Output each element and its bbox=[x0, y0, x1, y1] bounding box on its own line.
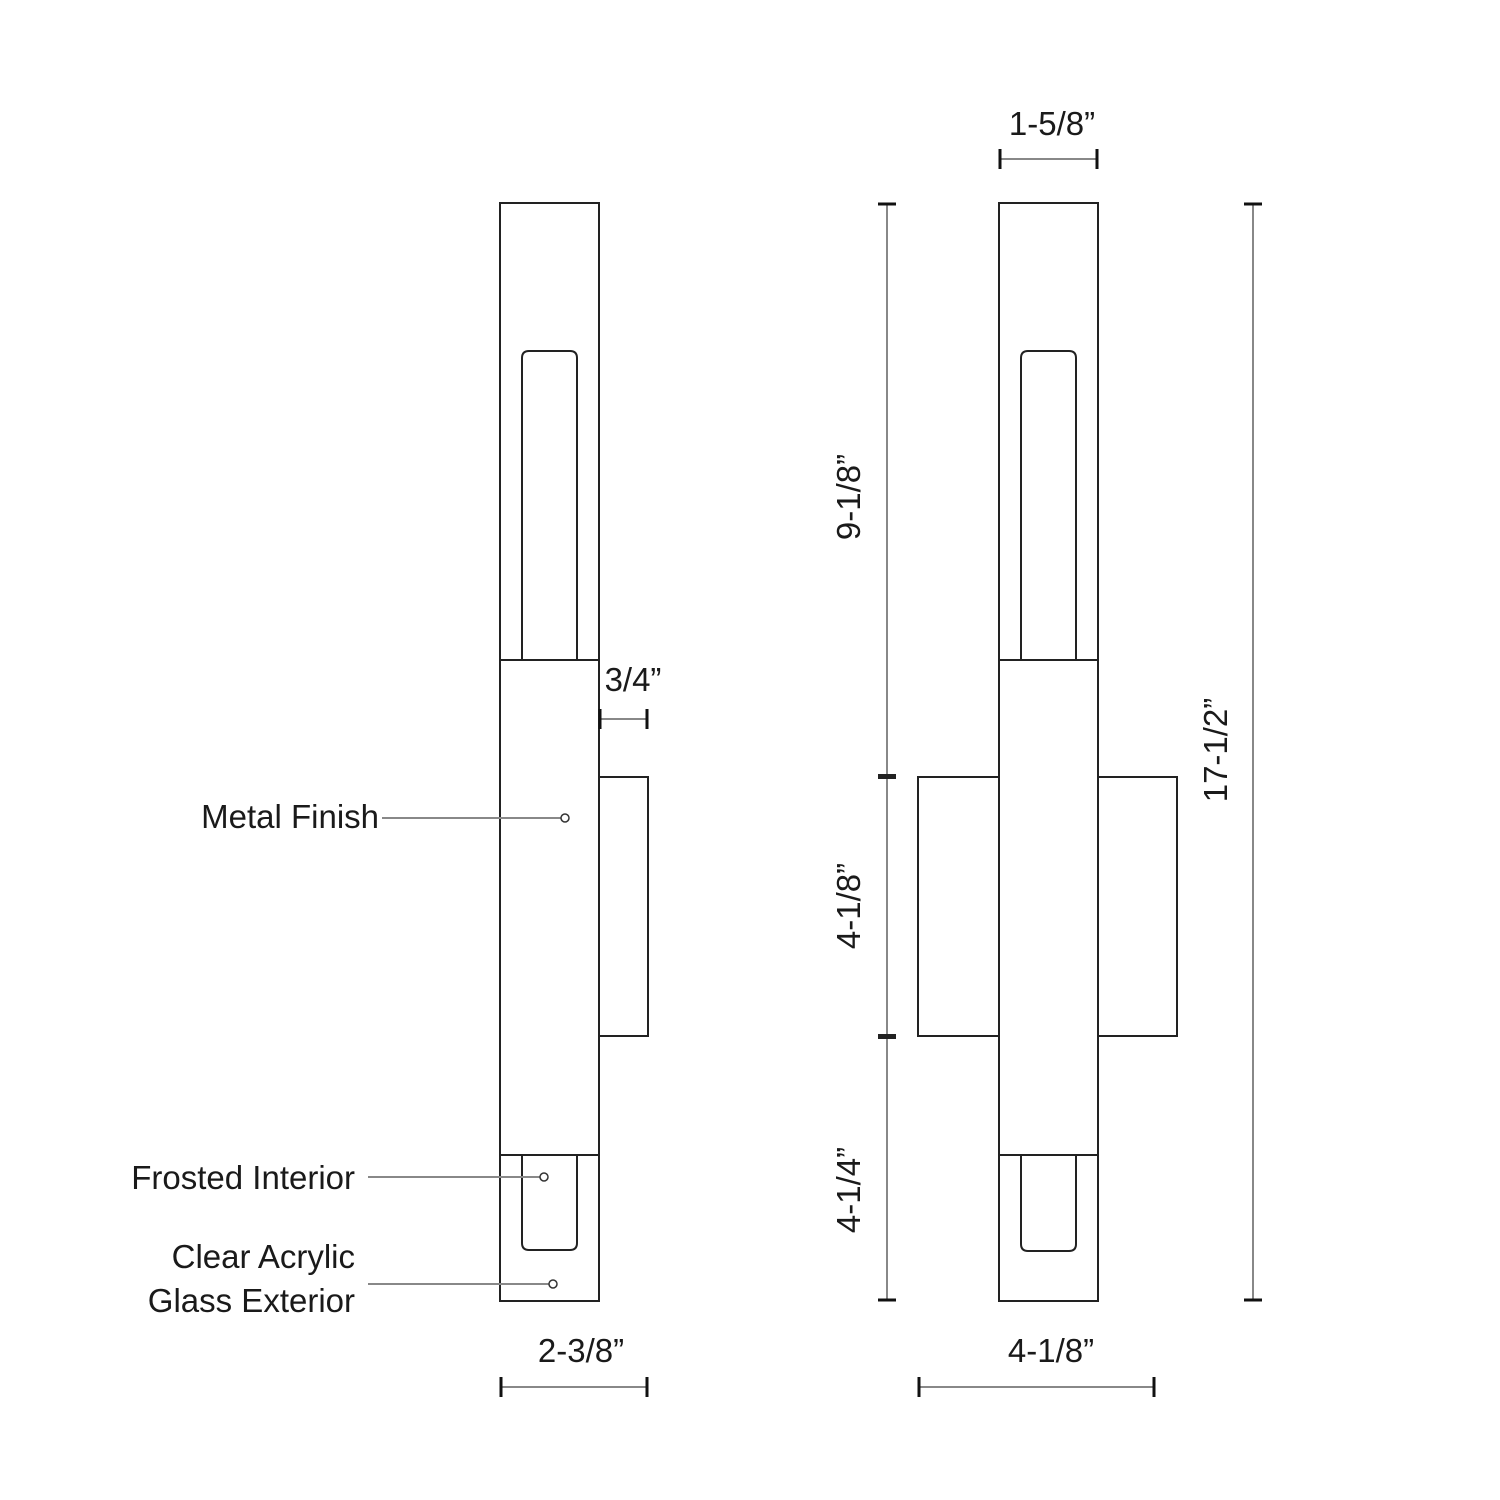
dim-overall-height: 17-1/2” bbox=[1197, 698, 1234, 803]
front-body-outline bbox=[998, 202, 1099, 1302]
callout-dot bbox=[548, 1279, 558, 1289]
dim-body-width: 1-5/8” bbox=[1009, 105, 1095, 142]
front-view: 1-5/8” 9-1/8” 4-1/8” 4-1/4” 17-1/2” 4-1/… bbox=[830, 105, 1262, 1397]
callout-dot bbox=[560, 813, 570, 823]
dim-overall-depth: 2-3/8” bbox=[538, 1332, 624, 1369]
front-backplate-right bbox=[1098, 776, 1178, 1037]
dim-overall-width: 4-1/8” bbox=[1008, 1332, 1094, 1369]
callout-dot bbox=[539, 1172, 549, 1182]
side-body-outline bbox=[499, 202, 600, 1302]
side-view: Metal Finish Frosted Interior Clear Acry… bbox=[131, 202, 662, 1397]
front-lower-frosted-insert bbox=[1020, 1155, 1077, 1252]
dim-lower-height: 4-1/4” bbox=[830, 1147, 867, 1233]
front-upper-frosted-insert bbox=[1020, 350, 1077, 660]
side-lower-frosted-insert bbox=[521, 1155, 578, 1251]
callout-clear-acrylic-line2: Glass Exterior bbox=[148, 1282, 355, 1319]
dim-tick bbox=[878, 1034, 896, 1039]
side-backplate bbox=[599, 776, 649, 1037]
dim-backplate-height: 4-1/8” bbox=[830, 863, 867, 949]
callout-metal-finish: Metal Finish bbox=[201, 798, 379, 835]
dim-upper-height: 9-1/8” bbox=[830, 454, 867, 540]
callout-frosted-interior: Frosted Interior bbox=[131, 1159, 355, 1196]
dim-backplate-depth: 3/4” bbox=[605, 661, 662, 698]
side-upper-frosted-insert bbox=[521, 350, 578, 660]
dim-tick bbox=[878, 774, 896, 779]
callout-clear-acrylic-line1: Clear Acrylic bbox=[172, 1238, 355, 1275]
front-backplate-left bbox=[917, 776, 999, 1037]
